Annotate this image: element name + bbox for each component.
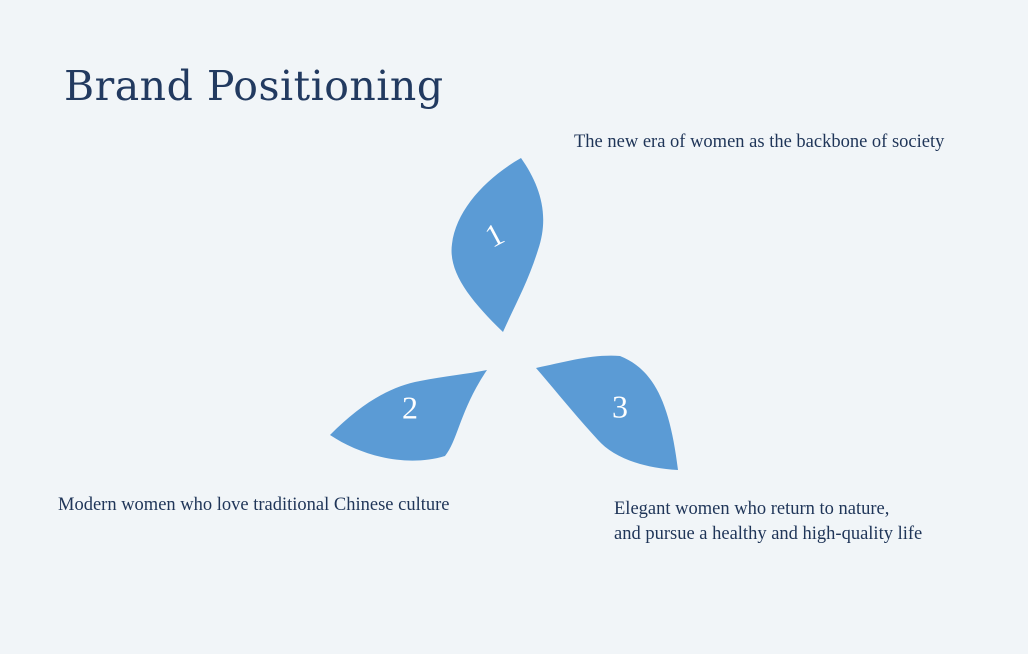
point-2-text: Modern women who love traditional Chines…: [58, 493, 450, 518]
point-3-line-2: and pursue a healthy and high-quality li…: [614, 524, 923, 544]
petal-1: [451, 158, 544, 332]
page-title: Brand Positioning: [64, 62, 444, 110]
petal-2: [330, 370, 487, 461]
petal-3-number: 3: [612, 388, 628, 424]
petal-3: [536, 355, 678, 470]
point-1-line-1: The new era of women as the backbone of …: [574, 132, 945, 152]
point-1-text: The new era of women as the backbone of …: [574, 130, 944, 155]
point-2-line-1: Modern women who love traditional Chines…: [58, 495, 450, 515]
point-3-line-1: Elegant women who return to nature,: [614, 499, 890, 519]
petal-2-number: 2: [402, 389, 418, 425]
point-3-text: Elegant women who return to nature, and …: [614, 497, 922, 547]
